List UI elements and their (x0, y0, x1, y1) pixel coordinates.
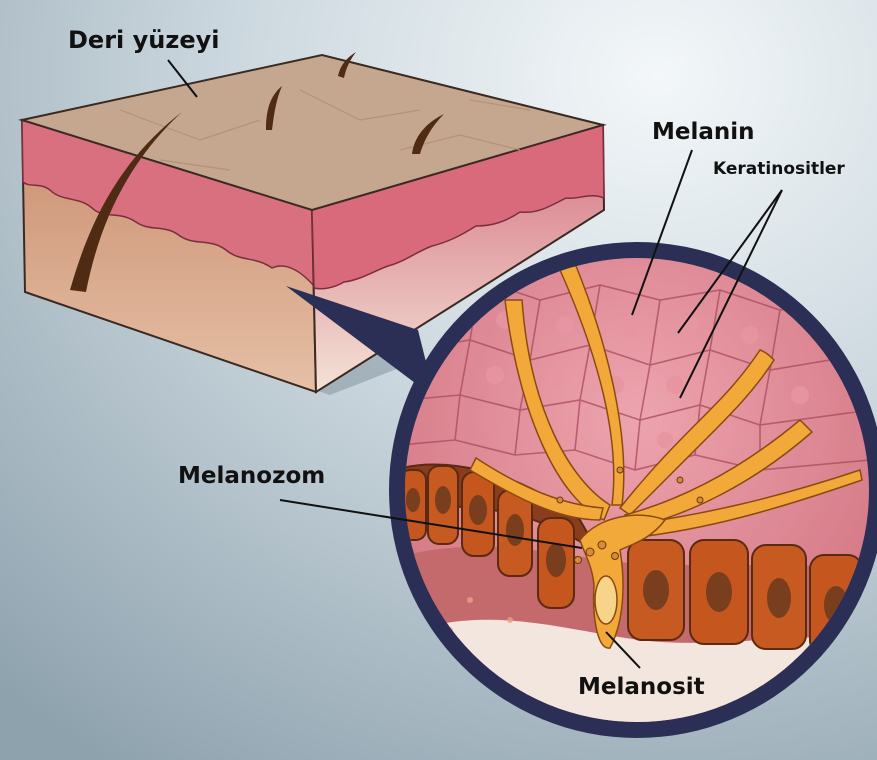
label-skin-surface: Deri yüzeyi (68, 28, 219, 52)
label-melanocyte: Melanosit (578, 676, 705, 699)
label-melanin: Melanin (652, 121, 755, 144)
magnified-view (389, 242, 877, 740)
label-keratinocytes: Keratinositler (713, 161, 845, 178)
label-melanosome: Melanozom (178, 465, 325, 488)
melanocyte-nucleus (595, 576, 617, 624)
